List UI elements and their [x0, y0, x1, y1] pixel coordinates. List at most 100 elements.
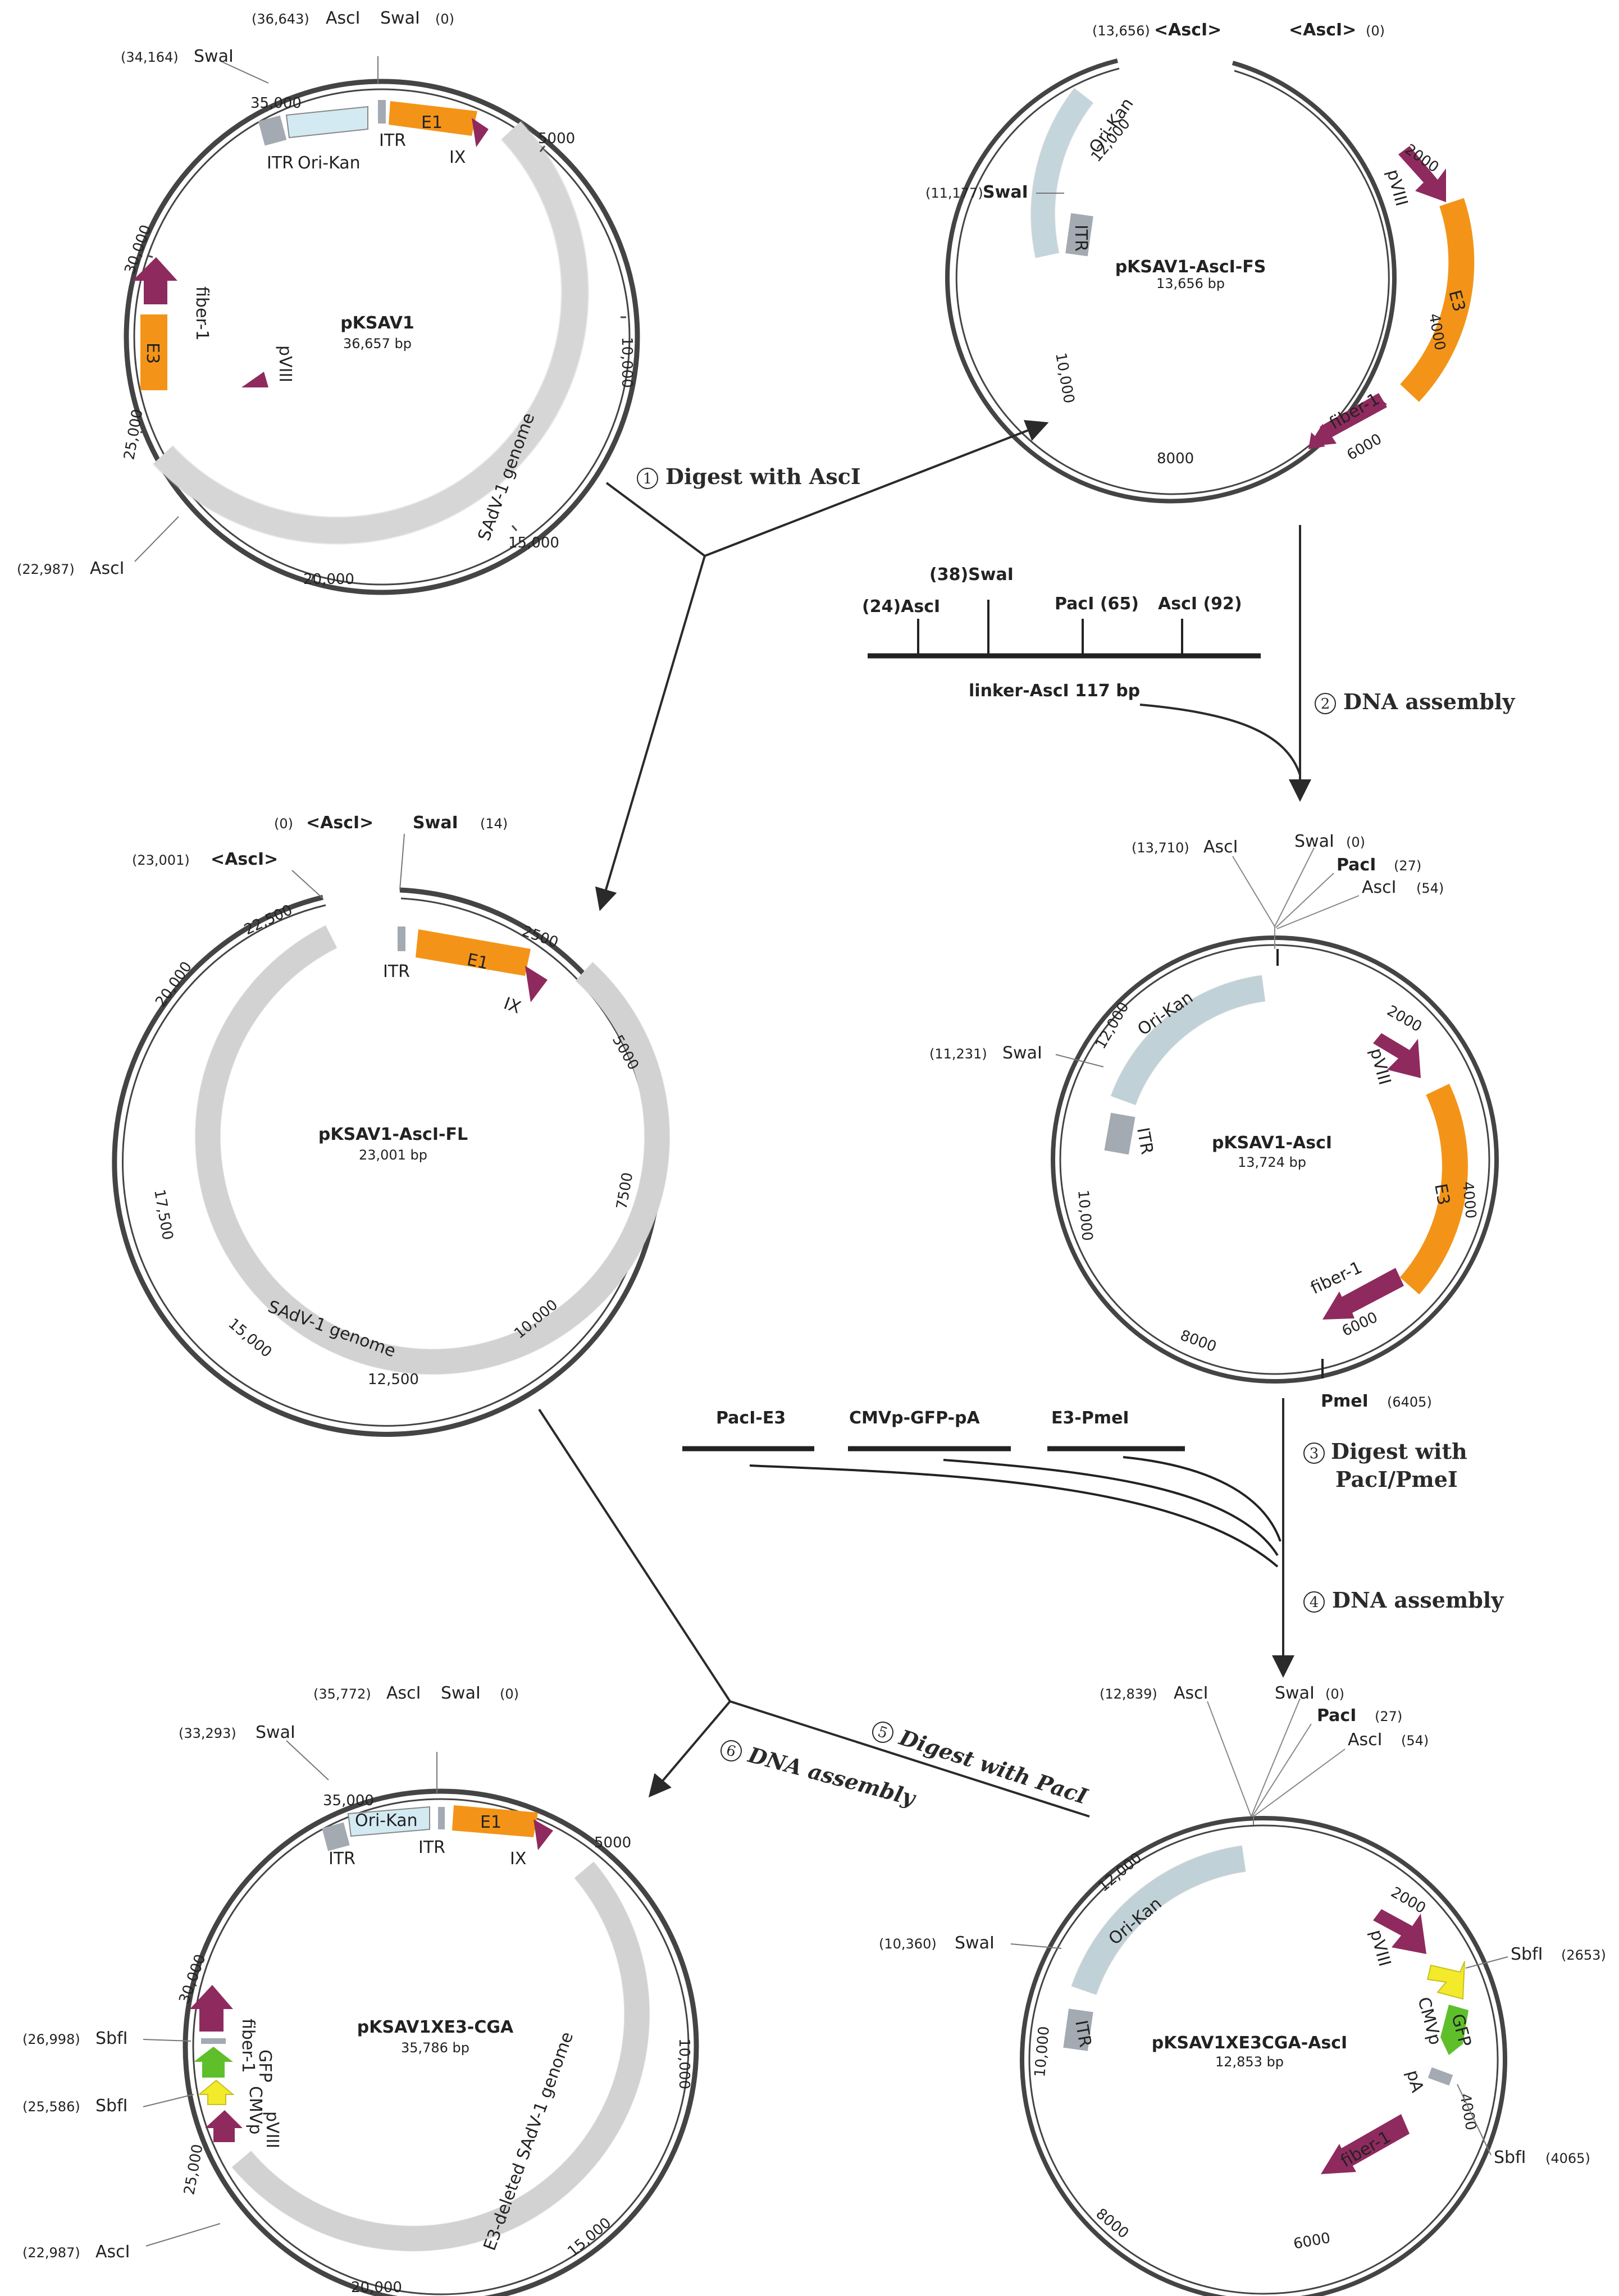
svg-text:pVIII: pVIII [1383, 167, 1411, 208]
svg-text:E1: E1 [465, 950, 490, 974]
svg-text:E1: E1 [421, 113, 443, 133]
svg-text:SbfI: SbfI [95, 2096, 128, 2116]
fragment-paci-e3: PacI-E3 [716, 1408, 786, 1428]
svg-text:(24)AscI: (24)AscI [862, 597, 940, 617]
svg-text:2: 2 [1321, 696, 1330, 713]
svg-text:PacI/PmeI: PacI/PmeI [1335, 1467, 1458, 1492]
itr-feature [398, 926, 405, 951]
plasmid-pksav1-asci-fs: pKSAV1-AscI-FS 13,656 bp 2000 4000 6000 … [925, 20, 1475, 504]
svg-text:(13,656): (13,656) [1092, 23, 1150, 39]
plasmid-pksav1: pKSAV1 36,657 bp 5000 10,000 15,000 20,0… [17, 8, 640, 595]
step-labels: 1 Digest with AscI 2 DNA assembly 3 Dige… [637, 464, 1515, 1811]
svg-text:SwaI: SwaI [1002, 1043, 1042, 1063]
fiber-1-arrow [190, 1985, 233, 2032]
svg-text:<AscI>: <AscI> [1289, 20, 1356, 40]
svg-text:25,000: 25,000 [181, 2143, 206, 2196]
plasmid-name: pKSAV1XE3-CGA [357, 2017, 514, 2037]
svg-text:CMVp: CMVp [245, 2086, 265, 2134]
svg-text:AscI: AscI [1174, 1683, 1208, 1703]
ix-arrow [533, 1819, 553, 1850]
svg-text:(0): (0) [500, 1686, 519, 1702]
genome-arc [232, 1861, 650, 2251]
plasmid-size: 36,657 bp [343, 336, 412, 352]
svg-text:20,000: 20,000 [152, 958, 195, 1010]
plasmid-name: pKSAV1XE3CGA-AscI [1152, 2033, 1347, 2053]
svg-text:PacI: PacI [1337, 855, 1376, 875]
svg-text:DNA assembly: DNA assembly [745, 1742, 919, 1811]
e1-feature [452, 1805, 538, 1837]
svg-text:(6405): (6405) [1387, 1394, 1432, 1410]
step-6: 6 DNA assembly [720, 1740, 919, 1811]
svg-text:(22,987): (22,987) [22, 2245, 80, 2261]
svg-text:pVIII: pVIII [262, 2111, 282, 2148]
svg-text:ITR: ITR [329, 1849, 355, 1869]
svg-text:5000: 5000 [594, 1834, 631, 1851]
pviii-arrow [1373, 1909, 1426, 1954]
svg-text:pA: pA [1402, 2068, 1427, 2095]
plasmid-pksav1xe3-cga: pKSAV1XE3-CGA 35,786 bp 5000 10,000 15,0… [22, 1683, 699, 2296]
svg-text:<AscI>: <AscI> [1154, 20, 1221, 40]
svg-text:Ori-Kan: Ori-Kan [298, 153, 361, 173]
svg-text:(25,586): (25,586) [22, 2099, 80, 2115]
plasmid-name: pKSAV1-AscI-FL [318, 1125, 468, 1144]
svg-text:IX: IX [449, 148, 466, 167]
gfp-arrow [1440, 2005, 1468, 2055]
svg-text:fiber-1: fiber-1 [1338, 2127, 1394, 2171]
svg-text:7500: 7500 [613, 1171, 636, 1211]
svg-text:ITR: ITR [379, 131, 406, 150]
pviii-arrow [205, 2110, 243, 2142]
svg-text:ITR: ITR [1071, 2019, 1095, 2048]
e1-feature [389, 101, 477, 136]
svg-text:AscI: AscI [1348, 1730, 1383, 1750]
svg-text:(12,839): (12,839) [1100, 1686, 1157, 1702]
svg-text:15,000: 15,000 [508, 535, 559, 551]
svg-text:fiber-1: fiber-1 [192, 286, 212, 341]
itr-feature [1063, 2009, 1093, 2051]
plasmid-name: pKSAV1-AscI-FS [1115, 257, 1266, 277]
svg-text:AscI: AscI [326, 8, 361, 28]
svg-text:(0): (0) [435, 11, 454, 27]
step-2: 2 DNA assembly [1315, 689, 1515, 714]
svg-text:35,000: 35,000 [323, 1792, 374, 1809]
pviii-arrow [1398, 146, 1446, 202]
genome-arc [153, 121, 588, 544]
ix-arrow [472, 118, 489, 147]
svg-text:12,000: 12,000 [1095, 1850, 1145, 1895]
svg-text:2000: 2000 [1388, 1884, 1429, 1917]
svg-text:IX: IX [510, 1849, 526, 1869]
svg-text:GFP: GFP [255, 2049, 275, 2083]
itr-feature-left [322, 1822, 350, 1851]
svg-text:(38)SwaI: (38)SwaI [929, 565, 1014, 585]
svg-text:(33,293): (33,293) [179, 1726, 236, 1741]
fragment-cmvp-gfp-pa: CMVp-GFP-pA [849, 1408, 980, 1428]
ori-kan-feature [347, 1806, 430, 1837]
plasmid-size: 23,001 bp [359, 1147, 427, 1163]
svg-text:(36,643): (36,643) [252, 11, 309, 27]
cmvp-arrow [198, 2079, 235, 2105]
svg-text:10,000: 10,000 [1032, 2025, 1053, 2078]
e3-feature [1400, 198, 1475, 402]
ori-kan-feature [285, 106, 368, 139]
svg-text:SwaI: SwaI [256, 1723, 295, 1742]
plasmid-pksav1-asci: pKSAV1-AscI 13,724 bp 2000 4000 6000 800… [929, 832, 1499, 1411]
svg-text:35,000: 35,000 [250, 95, 302, 112]
svg-text:AscI: AscI [1203, 837, 1238, 857]
workflow-arrows [538, 419, 1311, 1818]
svg-text:25,000: 25,000 [121, 408, 146, 461]
pviii-arrow [1373, 1033, 1421, 1078]
svg-text:17,500: 17,500 [151, 1188, 176, 1241]
svg-text:Digest with AscI: Digest with AscI [665, 464, 861, 489]
svg-text:(26,998): (26,998) [22, 2032, 80, 2047]
svg-text:SwaI: SwaI [955, 1933, 995, 1953]
step-1: 1 Digest with AscI [637, 464, 861, 489]
svg-text:6000: 6000 [1344, 431, 1385, 464]
genome-arc [195, 925, 670, 1375]
plasmid-name: pKSAV1 [340, 313, 414, 333]
svg-text:fiber-1: fiber-1 [238, 2019, 258, 2073]
svg-text:6: 6 [724, 1742, 738, 1760]
fiber-1-arrow [133, 257, 177, 304]
svg-text:PacI (65): PacI (65) [1055, 594, 1139, 614]
svg-text:10,000: 10,000 [676, 2038, 692, 2089]
svg-text:Digest with PacI: Digest with PacI [896, 1724, 1091, 1809]
